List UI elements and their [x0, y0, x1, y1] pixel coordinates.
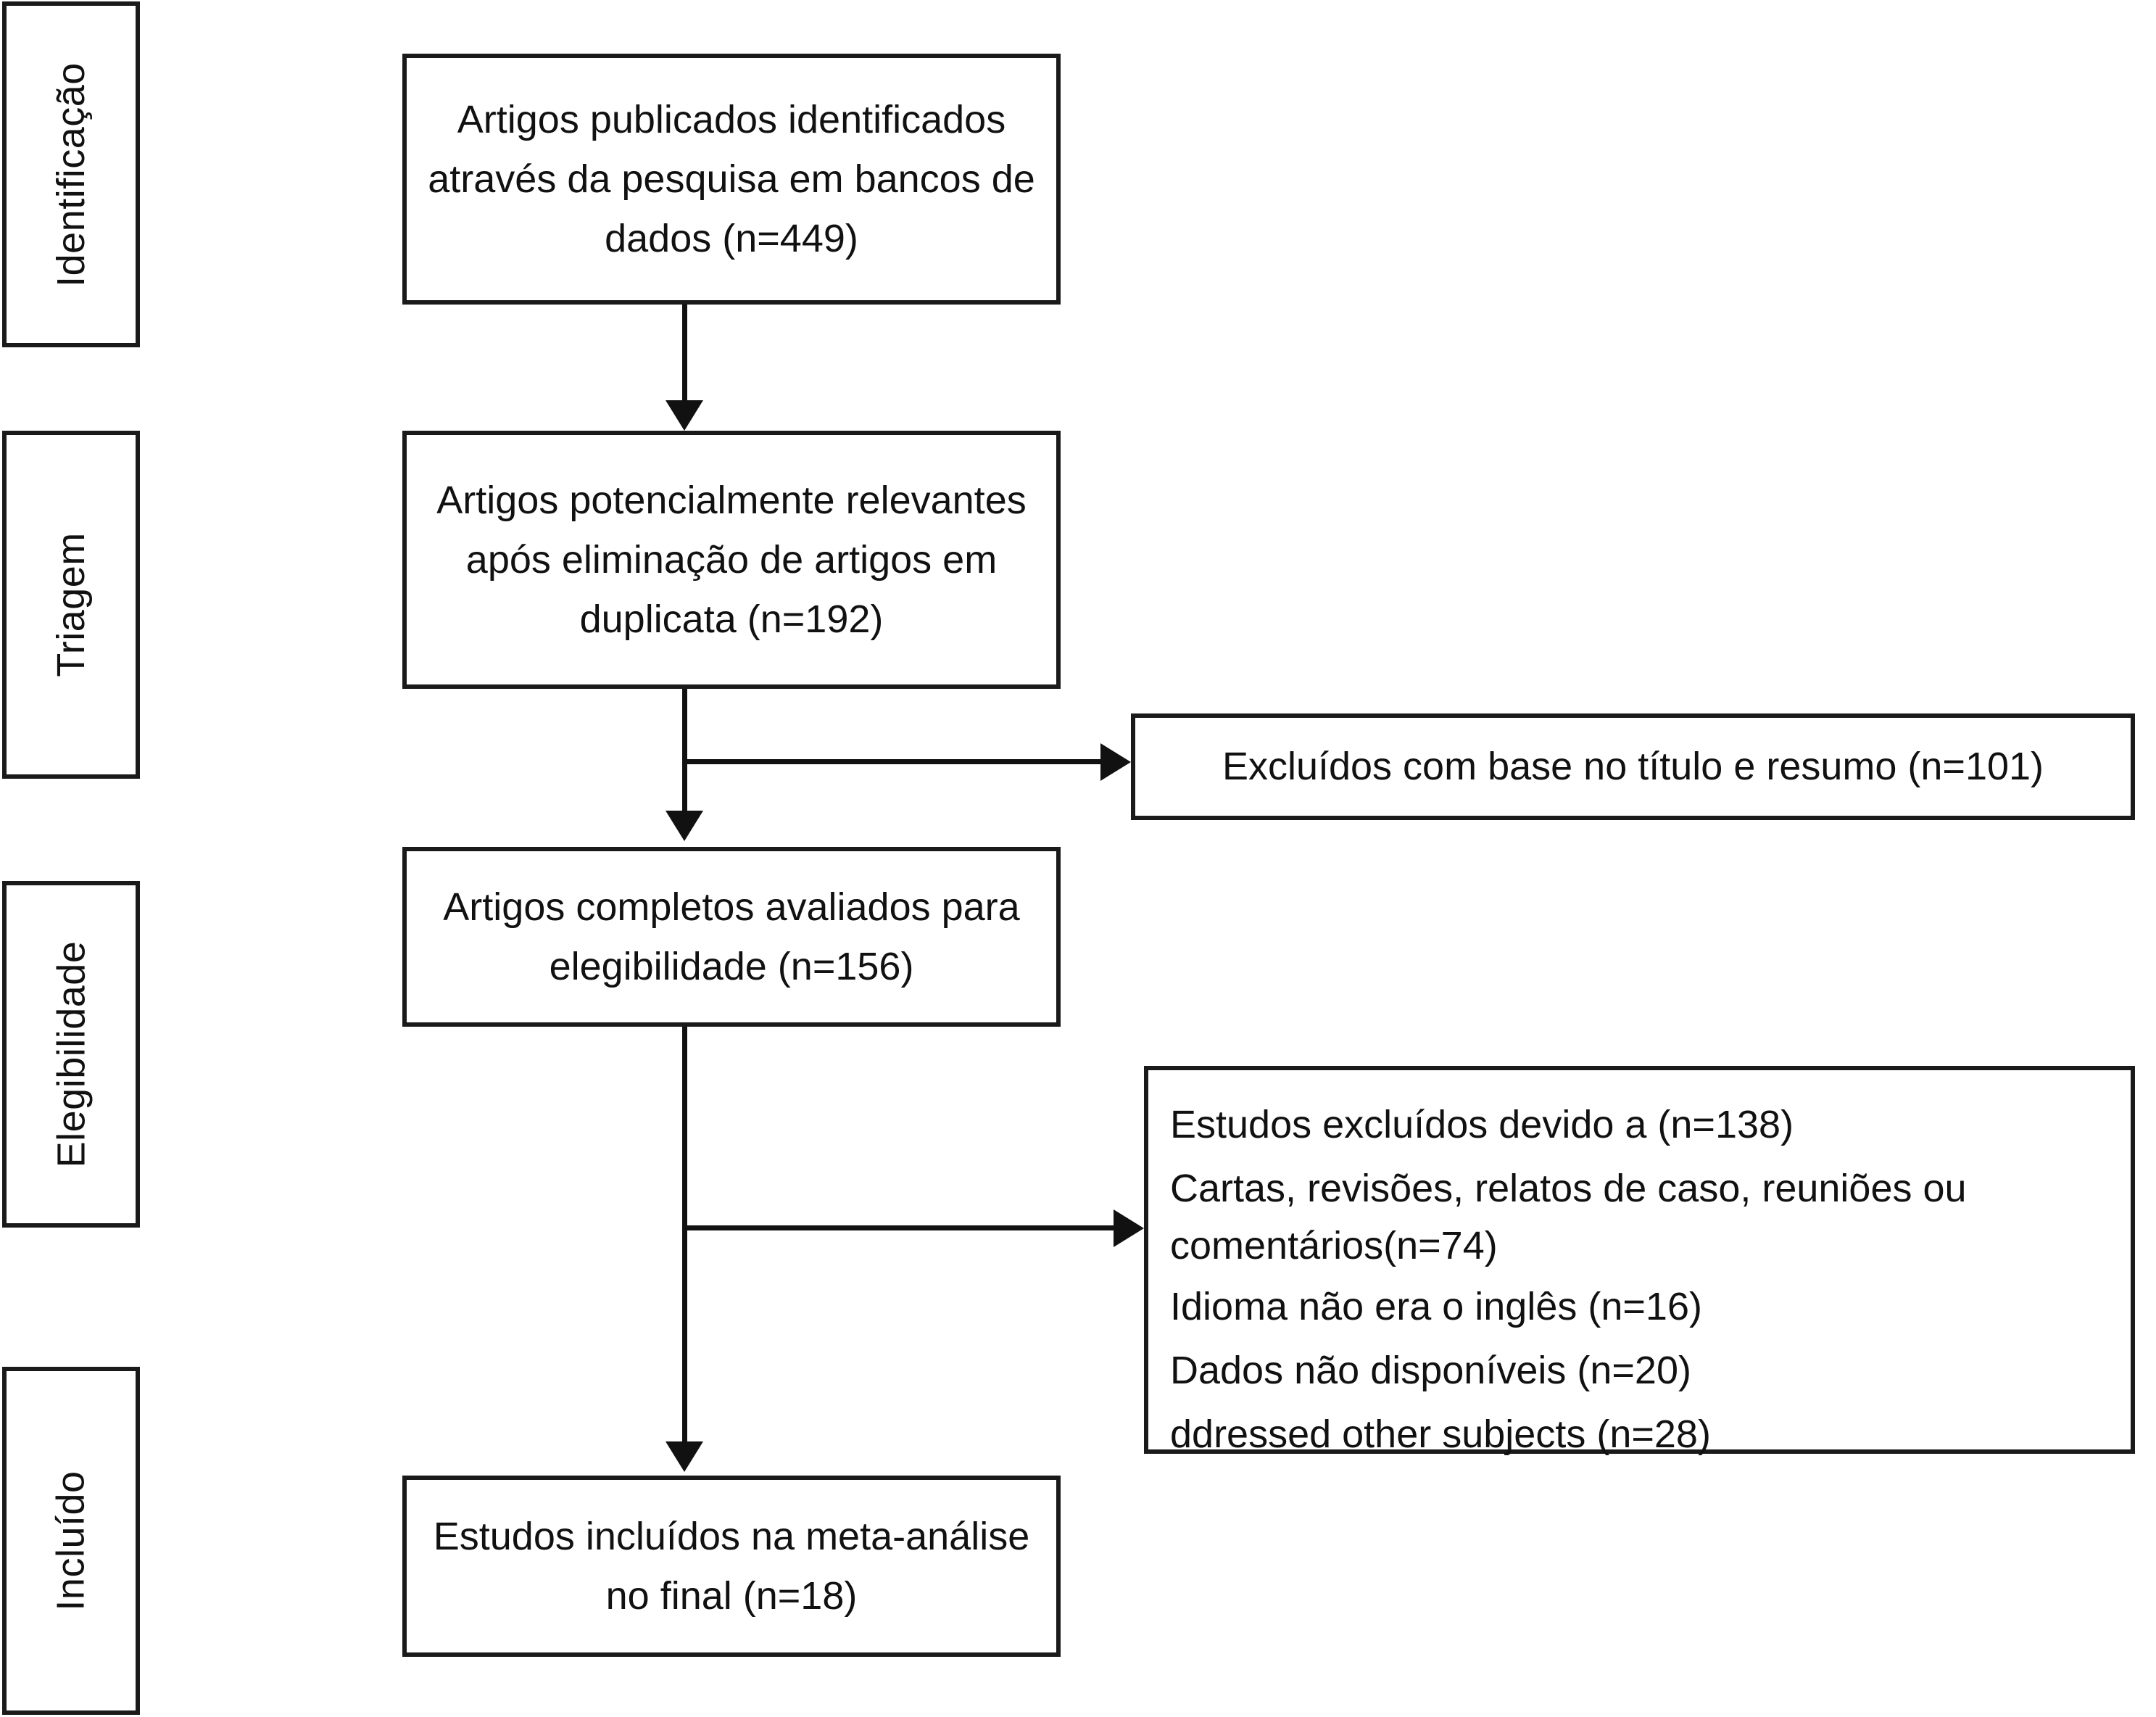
node-full-text-assessed: Artigos completos avaliados para elegibi…	[402, 847, 1061, 1027]
node-studies-excluded-reason-0: Cartas, revisões, relatos de caso, reuni…	[1170, 1167, 1967, 1267]
node-excluded-title-abstract-text: Excluídos com base no título e resumo (n…	[1222, 745, 2044, 789]
arrowhead-branch-to-excluded-title-abstract	[1100, 743, 1131, 781]
stage-box-elegibilidade: Elegibilidade	[2, 881, 140, 1228]
node-records-identified-text: Artigos publicados identificados através…	[428, 97, 1035, 261]
connector-duplicates-to-fulltext	[682, 689, 687, 814]
node-records-identified: Artigos publicados identificados através…	[402, 54, 1061, 305]
stage-box-incluido: Incluído	[2, 1367, 140, 1715]
node-studies-included: Estudos incluídos na meta-análise no fin…	[402, 1476, 1061, 1657]
stage-label-identificacao: Identificação	[49, 62, 94, 287]
node-studies-excluded-reason-1: Idioma não era o inglês (n=16)	[1170, 1284, 1702, 1328]
node-studies-included-text: Estudos incluídos na meta-análise no fin…	[433, 1514, 1030, 1618]
arrowhead-duplicates-to-fulltext	[666, 811, 703, 841]
node-studies-excluded-reason-3: ddressed other subjects (n=28)	[1170, 1412, 1711, 1457]
stage-label-triagem: Triagem	[49, 532, 94, 677]
connector-fulltext-to-included	[682, 1027, 687, 1445]
stage-box-triagem: Triagem	[2, 431, 140, 779]
stage-label-elegibilidade: Elegibilidade	[49, 940, 94, 1168]
node-records-after-duplicates-text: Artigos potencialmente relevantes após e…	[436, 478, 1027, 642]
stage-label-incluido: Incluído	[49, 1470, 94, 1611]
stage-box-identificacao: Identificação	[2, 1, 140, 347]
arrowhead-branch-to-studies-excluded	[1114, 1209, 1144, 1247]
node-studies-excluded-reason-2: Dados não disponíveis (n=20)	[1170, 1349, 1691, 1393]
connector-identified-to-duplicates	[682, 305, 687, 405]
connector-branch-to-excluded-title-abstract	[684, 759, 1105, 764]
node-excluded-title-abstract: Excluídos com base no título e resumo (n…	[1131, 713, 2135, 820]
node-records-after-duplicates: Artigos potencialmente relevantes após e…	[402, 431, 1061, 689]
node-full-text-assessed-text: Artigos completos avaliados para elegibi…	[443, 885, 1020, 988]
arrowhead-identified-to-duplicates	[666, 400, 703, 431]
node-studies-excluded: Estudos excluídos devido a (n=138) Carta…	[1144, 1066, 2135, 1456]
node-studies-excluded-heading: Estudos excluídos devido a (n=138)	[1170, 1103, 1794, 1146]
arrowhead-fulltext-to-included	[666, 1441, 703, 1472]
connector-branch-to-studies-excluded	[684, 1225, 1118, 1230]
